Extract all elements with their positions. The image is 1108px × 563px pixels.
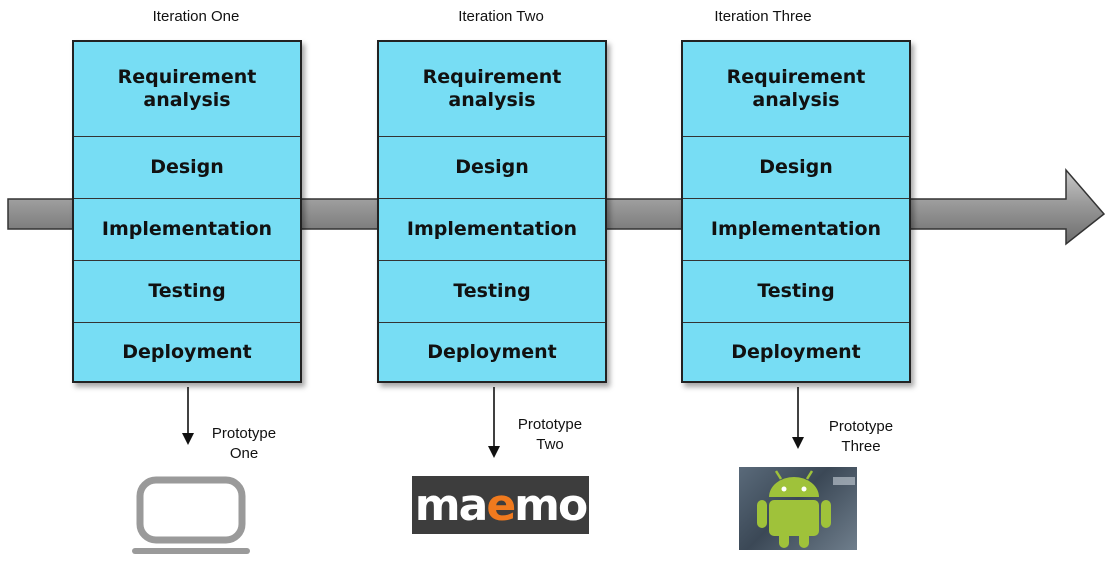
phase-deployment: Deployment: [731, 340, 861, 363]
maemo-logo-accent: e: [486, 479, 516, 531]
phase-requirement-analysis: Requirement analysis: [683, 42, 909, 137]
phase-design: Design: [74, 137, 300, 199]
iteration-three-stack: Requirement analysis Design Implementati…: [681, 40, 911, 383]
prototype-one-arrow: [182, 387, 194, 445]
prototype-three-arrow: [792, 387, 804, 449]
maemo-logo: maemo: [412, 476, 589, 534]
iteration-two-stack: Requirement analysis Design Implementati…: [377, 40, 607, 383]
prototype-two-arrow: [488, 387, 500, 458]
phase-testing: Testing: [379, 261, 605, 323]
prototype-one-label: Prototype One: [211, 425, 277, 463]
prototype-two-label: Prototype Two: [517, 416, 583, 454]
phase-implementation: Implementation: [379, 199, 605, 261]
iteration-one-title: Iteration One: [152, 8, 240, 25]
iteration-three-title: Iteration Three: [714, 8, 812, 25]
phase-requirement-analysis: Requirement analysis: [74, 42, 300, 137]
android-logo: [739, 467, 857, 550]
iteration-two-title: Iteration Two: [458, 8, 544, 25]
phase-deployment: Deployment: [122, 340, 252, 363]
maemo-logo-text: maemo: [414, 479, 588, 531]
phase-deployment: Deployment: [427, 340, 557, 363]
phase-implementation: Implementation: [74, 199, 300, 261]
phase-design: Design: [683, 137, 909, 199]
prototype-three-label: Prototype Three: [828, 418, 894, 456]
phase-design: Design: [379, 137, 605, 199]
iteration-one-stack: Requirement analysis Design Implementati…: [72, 40, 302, 383]
android-robot-icon: [757, 470, 855, 548]
phase-requirement-analysis: Requirement analysis: [379, 42, 605, 137]
laptop-icon: [132, 476, 250, 554]
phase-testing: Testing: [683, 261, 909, 323]
phase-implementation: Implementation: [683, 199, 909, 261]
phase-testing: Testing: [74, 261, 300, 323]
